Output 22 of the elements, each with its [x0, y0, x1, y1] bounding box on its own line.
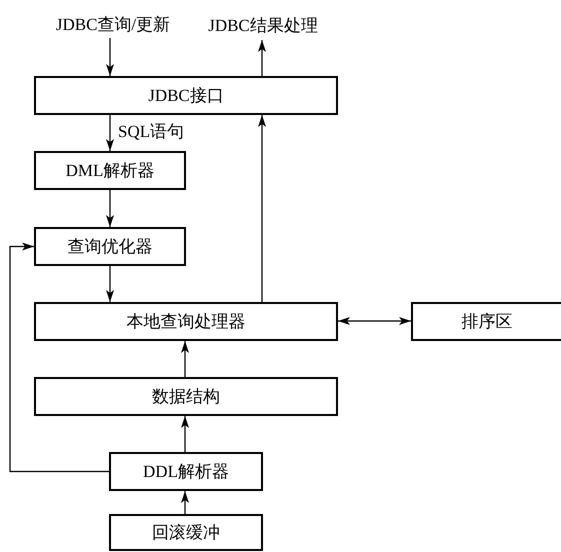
arrow [258, 40, 266, 76]
process-box: 本地查询处理器 [34, 302, 338, 341]
arrow [181, 341, 189, 377]
process-box: DDL解析器 [109, 452, 263, 491]
process-box: JDBC接口 [34, 76, 338, 115]
process-box: 数据结构 [34, 377, 338, 416]
arrow [258, 115, 266, 302]
edge-label: SQL语句 [118, 122, 184, 142]
arrow [106, 266, 114, 302]
flow-label: JDBC结果处理 [192, 10, 334, 40]
process-box: 排序区 [411, 302, 561, 341]
arrow [106, 190, 114, 227]
arrow [106, 38, 114, 76]
arrow [338, 317, 411, 325]
process-box: 查询优化器 [34, 227, 186, 266]
process-box: DML解析器 [34, 151, 186, 190]
arrow [181, 491, 189, 514]
process-box: 回滚缓冲 [109, 514, 263, 551]
flow-label: JDBC查询/更新 [40, 10, 186, 38]
arrow [106, 115, 114, 151]
arrow [181, 416, 189, 452]
arrow [9, 242, 109, 472]
